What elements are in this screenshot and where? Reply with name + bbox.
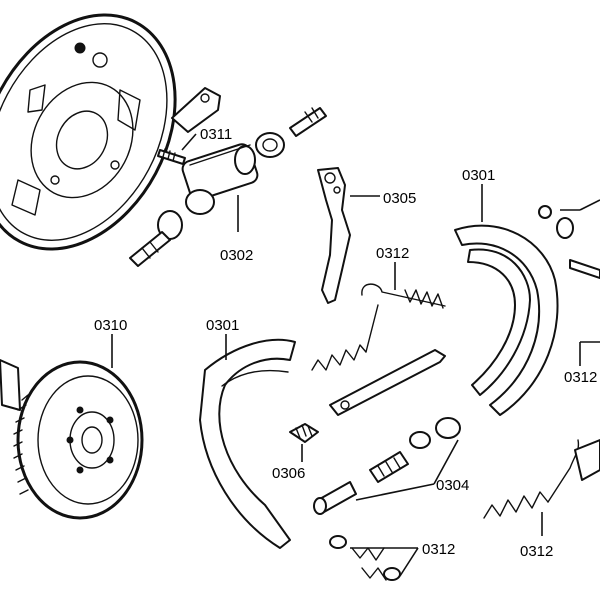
callout-labels: 0311 0302 0305 0301 0312 0312 0310 0301 …	[94, 126, 597, 560]
backing-plate	[0, 13, 177, 251]
label-0305: 0305	[383, 190, 416, 207]
label-0312-bottom-right: 0312	[520, 543, 553, 560]
leader-lines	[111, 133, 600, 577]
adjuster-strut	[329, 349, 446, 416]
label-0302: 0302	[220, 247, 253, 264]
return-spring-lower	[483, 439, 580, 519]
label-0312-bottom: 0312	[422, 541, 455, 558]
parking-brake-lever	[317, 167, 351, 304]
push-rod-lower	[129, 210, 183, 267]
brake-shoe-right	[454, 224, 559, 416]
return-spring-upper	[361, 283, 446, 309]
label-0301-left: 0301	[206, 317, 239, 334]
clip-left-edge	[0, 359, 21, 411]
hold-down-springs	[329, 535, 401, 581]
cylinder-boot-top	[255, 132, 285, 158]
wheel-cylinder	[181, 143, 259, 215]
label-0312-right: 0312	[564, 369, 597, 386]
label-0306: 0306	[272, 465, 305, 482]
brake-shoe-left	[199, 338, 296, 549]
label-0304: 0304	[436, 477, 469, 494]
bracket-bottom-right	[574, 439, 600, 481]
spring-clips-right	[538, 205, 600, 279]
anchor-plate	[171, 87, 221, 133]
shoe-holder-spring	[289, 423, 319, 443]
label-0301-top: 0301	[462, 167, 495, 184]
label-0311: 0311	[200, 126, 232, 143]
cylinder-kit	[313, 417, 461, 515]
bleeder-screw	[157, 148, 186, 165]
push-rod-top	[289, 107, 327, 137]
label-0310: 0310	[94, 317, 127, 334]
coil-spring-mid	[311, 304, 379, 371]
label-0312-mid: 0312	[376, 245, 409, 262]
brake-drum	[13, 360, 144, 520]
